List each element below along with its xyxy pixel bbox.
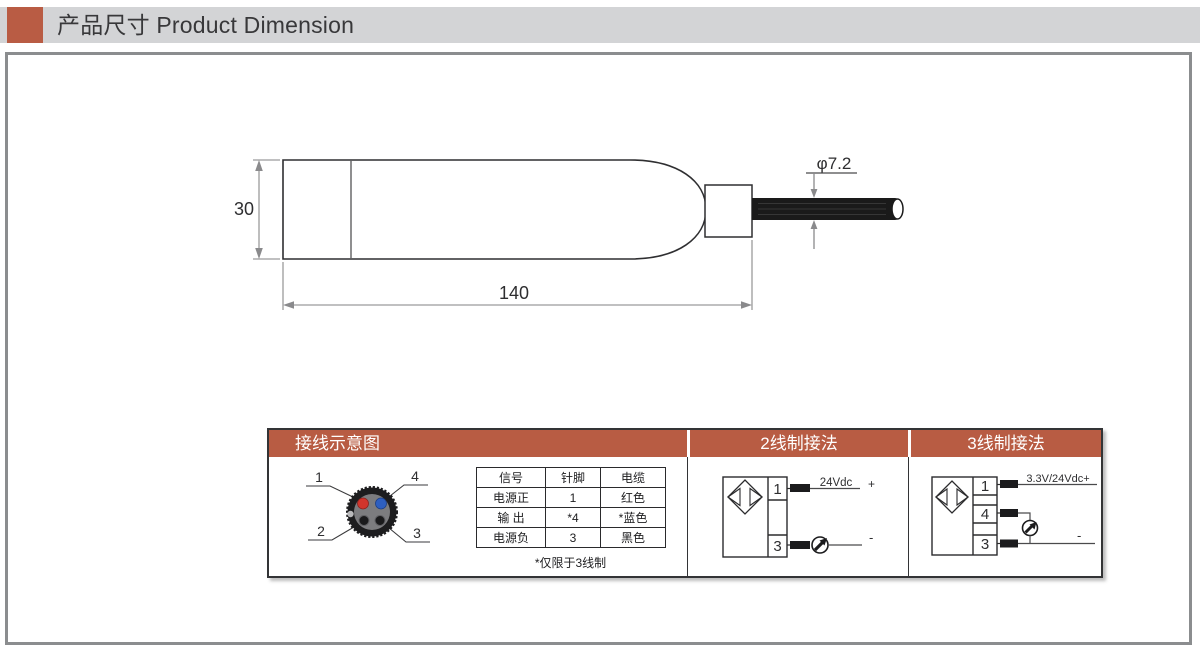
- pin-table-cell: 黑色: [600, 527, 666, 548]
- wiring-diagram-panel: 1 4 2 3 信号 针脚 电缆 电源正 1 红色 输 出 *4: [269, 457, 687, 576]
- pin-table-row: 输 出 *4 *蓝色: [476, 507, 666, 528]
- terminal-3-label: 3: [773, 538, 781, 555]
- wire-stub: [790, 484, 810, 492]
- pin1-red-dot: [357, 497, 369, 510]
- pin-table-cell: 红色: [600, 487, 666, 508]
- panel-title-three-wire: 3线制接法: [908, 430, 1101, 457]
- pin4-label: 4: [411, 468, 419, 484]
- terminal-4-label: 4: [981, 506, 989, 523]
- panel-title-wiring-diagram: 接线示意图: [269, 430, 687, 457]
- terminal-1-label: 1: [773, 481, 781, 498]
- two-wire-panel: 1 3 24Vdc + -: [687, 457, 908, 576]
- pin-table-cell: 电源负: [476, 527, 546, 548]
- load-arrow-head: [1029, 522, 1037, 530]
- pin-table-header: 信号: [476, 467, 546, 488]
- pin-table-footnote: *仅限于3线制: [534, 556, 607, 570]
- pin-table-cell: 输 出: [476, 507, 546, 528]
- minus-sign: -: [869, 530, 873, 545]
- connector-key-notch: [347, 510, 354, 518]
- pin-table-header: 针脚: [545, 467, 601, 488]
- pin3-leader: [388, 527, 430, 543]
- pin4-blue-dot: [375, 497, 387, 510]
- connector-face-diagram: 1 4 2 3: [306, 468, 430, 543]
- sensor-symbol-left-triangle: [935, 487, 948, 507]
- pin-table-cell: 电源正: [476, 487, 546, 508]
- pin-table-header: 电缆: [600, 467, 666, 488]
- plus-sign: +: [868, 477, 875, 491]
- pin4-leader: [389, 484, 428, 497]
- two-wire-circuit: 1 3 24Vdc + -: [722, 476, 875, 558]
- positive-voltage-label: 24Vdc: [820, 477, 853, 489]
- sensor-symbol-right-triangle: [749, 487, 763, 507]
- terminal-1-label: 1: [981, 478, 989, 495]
- pin2-label: 2: [317, 523, 325, 539]
- pin-table-row: 电源正 1 红色: [476, 487, 666, 508]
- accent-square: [7, 7, 43, 43]
- wire-stub: [1000, 539, 1018, 548]
- pin-table-cell: *4: [545, 507, 601, 528]
- wire-stub: [1000, 480, 1018, 488]
- load-arrow-head: [819, 538, 827, 546]
- pin-table-header-row: 信号 针脚 电缆: [476, 467, 666, 488]
- pin-table: 信号 针脚 电缆 电源正 1 红色 输 出 *4 *蓝色 电源负 3 黑: [476, 467, 666, 548]
- pin-table-cell: *蓝色: [600, 507, 666, 528]
- pin-table-row: 电源负 3 黑色: [476, 527, 666, 548]
- wire: [1018, 512, 1031, 521]
- load-symbol: [1021, 519, 1039, 537]
- pin1-label: 1: [315, 469, 323, 485]
- sensor-symbol-left-triangle: [727, 487, 741, 507]
- positive-voltage-label: 3.3V/24Vdc+: [1026, 473, 1089, 485]
- wiring-section: 接线示意图 2线制接法 3线制接法: [267, 428, 1103, 578]
- section-title: 产品尺寸 Product Dimension: [57, 12, 355, 38]
- pin-leader-lines: [306, 484, 430, 543]
- three-wire-panel: 1 4 3 3.3V/24Vdc+: [908, 457, 1101, 576]
- section-title-bar: 产品尺寸 Product Dimension: [0, 7, 1200, 43]
- pin-table-cell: 1: [545, 487, 601, 508]
- pin2-black-dot: [358, 515, 370, 526]
- pin3-label: 3: [413, 525, 421, 541]
- pin3-black-dot: [374, 515, 386, 526]
- sensor-symbol-right-triangle: [956, 487, 969, 507]
- three-wire-circuit: 1 4 3 3.3V/24Vdc+: [931, 473, 1097, 556]
- pin1-leader: [306, 485, 354, 498]
- load-symbol: [811, 536, 829, 554]
- terminal-3-label: 3: [981, 536, 989, 553]
- minus-sign: -: [1077, 528, 1081, 543]
- wire-stub: [1000, 509, 1018, 517]
- wire-stub: [790, 541, 810, 549]
- pin2-leader: [308, 526, 355, 541]
- panel-title-two-wire: 2线制接法: [687, 430, 908, 457]
- pin-table-cell: 3: [545, 527, 601, 548]
